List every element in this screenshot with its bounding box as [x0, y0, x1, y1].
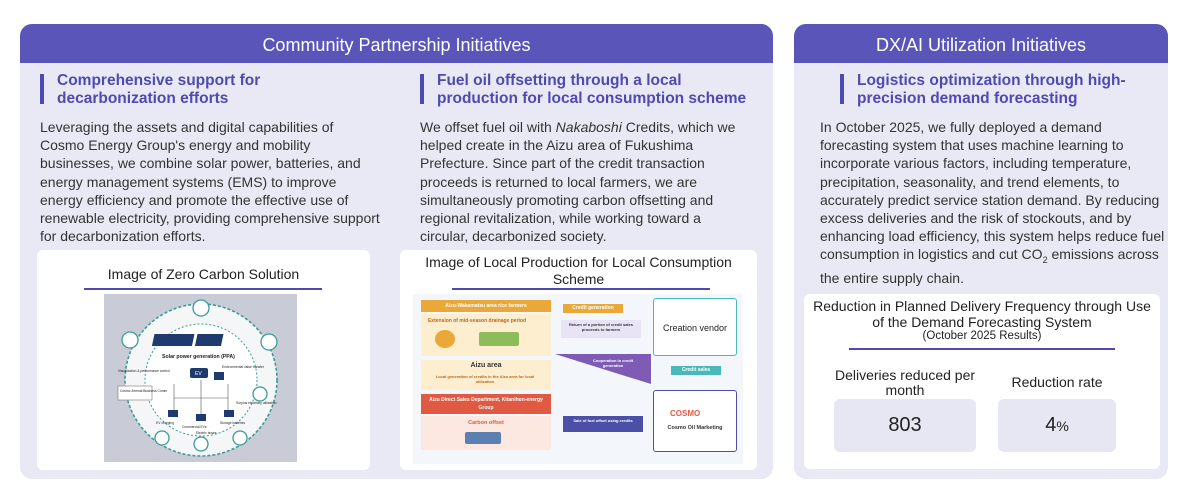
credit-sales-arrow: Credit sales — [671, 366, 721, 375]
diagram-label-buses: Electric buses — [196, 431, 217, 435]
reduction-rate-value: 4 — [1045, 414, 1057, 436]
decarb-section: Comprehensive support for decarbonizatio… — [40, 72, 380, 245]
fuel-section: Fuel oil offsetting through a local prod… — [420, 72, 765, 245]
diagram-label-ev-charging: EV charging — [156, 421, 174, 425]
local-production-card: Image of Local Production for Local Cons… — [400, 250, 757, 470]
vendor-box: Creation vendor — [653, 298, 737, 356]
zero-carbon-diagram: Solar power generation (PPA) EV Cosmo Ze… — [104, 294, 297, 462]
decarb-body: Leveraging the assets and digital capabi… — [40, 119, 380, 245]
cosmo-box: COSMO Cosmo Oil Marketing — [653, 390, 737, 452]
reduction-rate-label: Reduction rate — [1011, 374, 1103, 390]
deliveries-reduced-value: 803 — [888, 414, 922, 436]
dx-body-tail: emissions across the entire supply chain… — [820, 246, 1159, 287]
return-arrow: Return of a portion of credit sales proc… — [561, 320, 641, 338]
aizu-sub-label: Local generation of credits in the Aizu … — [435, 374, 535, 384]
deliveries-reduced-value-box: 803 — [834, 399, 976, 452]
coop-arrow-shape — [555, 354, 651, 384]
zero-carbon-illustration: Solar power generation (PPA) EV Cosmo Ze… — [104, 294, 297, 462]
title-accent-bar — [40, 74, 44, 104]
dept-block: Aizu Direct Sales Department, Kitanihon-… — [421, 394, 551, 414]
delivery-reduction-card: Reduction in Planned Delivery Frequency … — [804, 294, 1160, 469]
dx-body: In October 2025, we fully deployed a dem… — [820, 118, 1165, 288]
title-accent-bar — [420, 74, 424, 104]
diagram-center-label: Solar power generation (PPA) — [162, 354, 235, 360]
co2-subscript: 2 — [1042, 255, 1048, 266]
fuel-body: We offset fuel oil with Nakaboshi Credit… — [420, 118, 745, 245]
diagram-label-environmental: Environmental value transfer — [222, 365, 265, 369]
dx-body-main: In October 2025, we fully deployed a dem… — [820, 119, 1165, 263]
sale-arrow: Sale of fuel offset using credits — [563, 416, 643, 432]
reduction-rate-unit: % — [1056, 418, 1069, 434]
fuel-title: Fuel oil offsetting through a local prod… — [420, 72, 765, 108]
zero-carbon-card: Image of Zero Carbon Solution Solar — [37, 250, 370, 470]
diagram-ev-label: EV — [195, 371, 202, 377]
decarb-title: Comprehensive support for decarbonizatio… — [40, 72, 380, 108]
card-rule — [849, 348, 1115, 350]
diagram-label-storage: Storage batteries — [220, 421, 245, 425]
coop-label: Cooperation in credit generation — [592, 358, 634, 368]
offset-label: Carbon offset — [468, 420, 504, 426]
reduction-rate-value-box: 4% — [998, 399, 1116, 452]
fuel-title-text: Fuel oil offsetting through a local prod… — [437, 72, 747, 107]
farmers-block: Aizu-Wakamatsu area rice farmers — [421, 300, 551, 312]
local-production-diagram: Aizu-Wakamatsu area rice farmers Extensi… — [413, 294, 743, 464]
title-accent-bar — [840, 74, 844, 104]
fuel-body-post: Credits, which we helped create in the A… — [420, 119, 736, 245]
fuel-body-pre: We offset fuel oil with — [420, 119, 556, 135]
truck-icon — [465, 432, 501, 444]
cosmo-name: Cosmo Oil Marketing — [667, 425, 723, 431]
zero-carbon-caption: Image of Zero Carbon Solution — [107, 266, 300, 282]
extension-label: Extension of mid-season drainage period — [427, 318, 527, 324]
dx-title-text: Logistics optimization through high-prec… — [857, 72, 1126, 107]
community-panel: Community Partnership Initiatives Compre… — [20, 24, 773, 479]
decarb-title-text: Comprehensive support for decarbonizatio… — [57, 72, 261, 107]
fuel-body-credit-name: Nakaboshi — [555, 119, 622, 135]
diagram-label-commercial: Commercial EVs — [182, 425, 207, 429]
dx-header: DX/AI Utilization Initiatives — [794, 24, 1168, 63]
aizu-label: Aizu area — [470, 362, 502, 369]
community-header: Community Partnership Initiatives — [20, 24, 773, 63]
aizu-area — [421, 360, 551, 390]
diagram-label-visualization: Visualization & performance control — [118, 369, 170, 373]
caption-rule — [452, 288, 710, 290]
delivery-card-title: Reduction in Planned Delivery Frequency … — [813, 298, 1151, 330]
dx-section-title: Logistics optimization through high-prec… — [840, 72, 1150, 108]
local-production-caption: Image of Local Production for Local Cons… — [425, 254, 732, 287]
deliveries-reduced-label: Deliveries reduced per month — [834, 367, 976, 398]
credit-gen-arrow: Credit generation — [563, 304, 623, 313]
dx-title: Logistics optimization through high-prec… — [840, 72, 1150, 108]
delivery-card-subtitle: (October 2025 Results) — [922, 330, 1042, 342]
diagram-label-cosmo: Cosmo Zeemal Business Comm — [120, 389, 168, 393]
rice-field-icon — [479, 332, 519, 346]
cosmo-logo: COSMO — [670, 409, 701, 418]
diagram-label-surplus: Surplus electricity utilization — [236, 401, 277, 405]
dx-panel: DX/AI Utilization Initiatives Logistics … — [794, 24, 1168, 479]
farmer-icon — [435, 330, 455, 348]
caption-rule — [84, 288, 322, 290]
